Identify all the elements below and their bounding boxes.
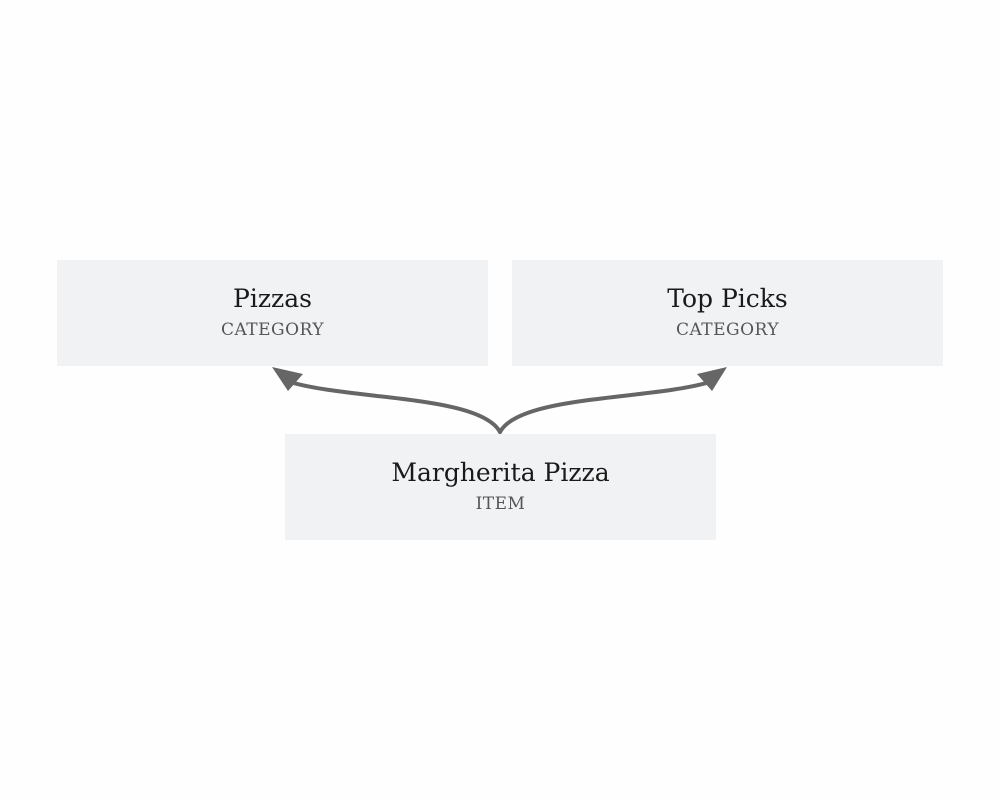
node-title: Margherita Pizza — [391, 458, 610, 487]
edge-item-to-pizzas — [288, 380, 502, 434]
node-title: Pizzas — [233, 284, 312, 313]
edge-item-to-top-picks — [498, 380, 712, 434]
node-type-label: CATEGORY — [220, 320, 325, 340]
node-top-picks[interactable]: Top Picks CATEGORY — [512, 260, 943, 366]
node-title: Top Picks — [667, 284, 788, 313]
arrowhead-top-picks-icon — [697, 367, 727, 391]
arrowhead-pizzas-icon — [272, 367, 303, 391]
node-type-label: CATEGORY — [675, 320, 780, 340]
node-margherita-pizza[interactable]: Margherita Pizza ITEM — [285, 434, 716, 540]
node-pizzas[interactable]: Pizzas CATEGORY — [57, 260, 488, 366]
node-type-label: ITEM — [475, 494, 526, 514]
